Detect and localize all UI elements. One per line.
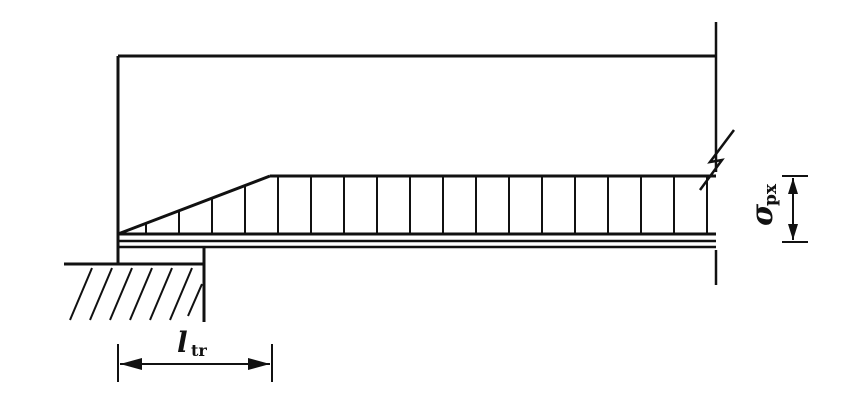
stress-symbol: σ [745,203,780,226]
stress-label: σ px [745,183,781,226]
beam-outline [116,22,735,285]
stress-ordinates [145,176,708,234]
support [64,247,206,322]
transfer-length-subscript: tr [191,341,207,360]
stress-dim-arrow-bottom [788,224,798,240]
transfer-length-dimension: l tr [117,326,273,382]
stress-dimension: σ px [745,175,808,243]
tendon [118,239,716,249]
stress-dim-arrow-top [788,178,798,194]
ground-hatching [69,267,203,321]
stress-subscript: px [761,183,781,206]
dim-arrow-left [120,358,142,370]
transfer-ramp-line [117,174,271,236]
stress-distribution [117,174,716,236]
dim-arrow-right [248,358,270,370]
transfer-length-symbol: l [177,326,188,359]
